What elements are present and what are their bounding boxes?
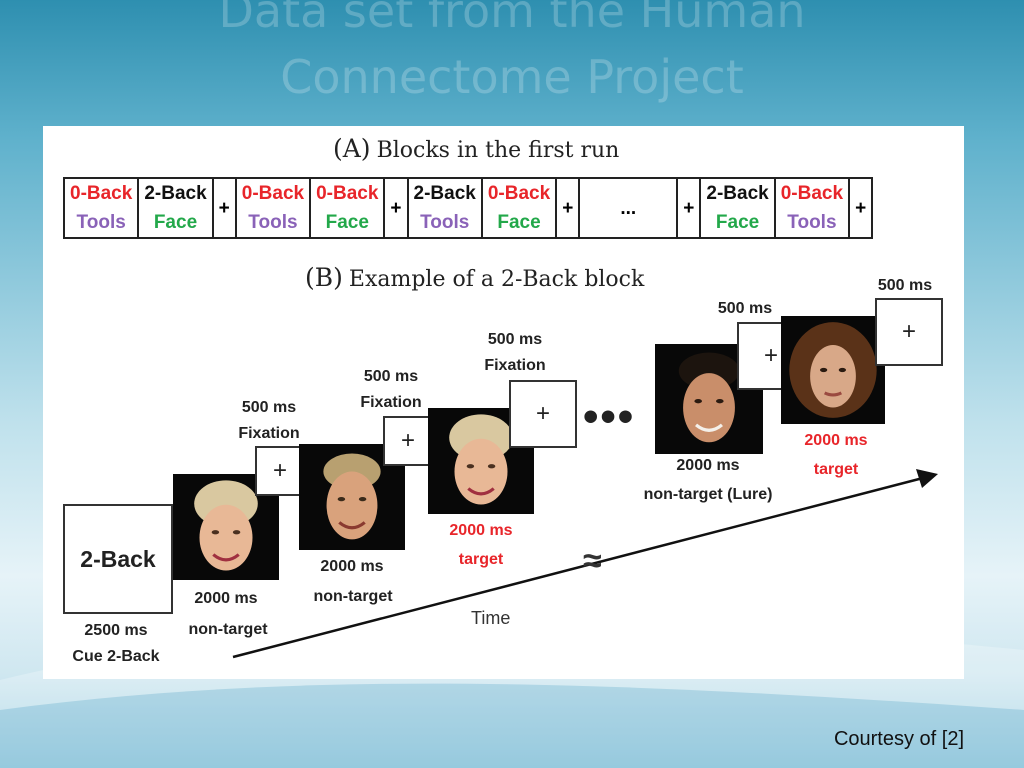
- face-1-type: non-target: [188, 621, 268, 638]
- slide-title-line-2: Connectome Project: [280, 50, 744, 104]
- block-task: 0-Back: [316, 183, 379, 204]
- fixation-2-caption: 500 ms Fixation: [341, 364, 441, 416]
- time-break-symbol: ≈: [583, 542, 602, 580]
- block-stimulus: Face: [325, 212, 369, 233]
- cue-duration: 2500 ms: [84, 622, 148, 639]
- fixation-box-5: +: [875, 298, 943, 366]
- block-task: 2-Back: [413, 183, 476, 204]
- face-image-1: [173, 474, 279, 580]
- ellipsis-cell: ...: [578, 177, 679, 239]
- panel-a-letter: (A): [333, 134, 371, 163]
- block-task: 2-Back: [144, 183, 207, 204]
- fixation-1-label: Fixation: [238, 425, 300, 442]
- block-stimulus: Tools: [76, 212, 126, 233]
- face-2-type: non-target: [313, 588, 393, 605]
- fixation-cell: +: [211, 177, 237, 239]
- fixation-3-label: Fixation: [484, 357, 546, 374]
- block-task: 0-Back: [780, 183, 844, 204]
- fixation-4-duration: 500 ms: [717, 300, 773, 317]
- fixation-cell: +: [383, 177, 409, 239]
- fixation-2-label: Fixation: [360, 394, 422, 411]
- sequence-ellipsis: •••: [583, 392, 636, 441]
- cue-box: 2-Back: [63, 504, 173, 614]
- fixation-box-1: +: [255, 446, 305, 496]
- fixation-1-caption: 500 ms Fixation: [219, 395, 319, 447]
- fixation-box-3: +: [509, 380, 577, 448]
- fixation-5-duration: 500 ms: [877, 277, 933, 294]
- fixation-cell: +: [676, 177, 702, 239]
- cue-label: Cue 2-Back: [72, 648, 160, 665]
- fixation-cell: +: [848, 177, 874, 239]
- face-4-portrait: [678, 352, 740, 443]
- panel-a-caption-text: Blocks in the first run: [376, 138, 620, 163]
- face-image-5: [781, 316, 885, 424]
- face-5-type: target: [813, 461, 859, 478]
- panel-b-caption: (B)Example of a 2-Back block: [305, 263, 644, 292]
- courtesy-credit: Courtesy of [2]: [833, 728, 964, 750]
- block-stimulus: Tools: [420, 212, 470, 233]
- block-task: 0-Back: [70, 183, 133, 204]
- fixation-3-duration: 500 ms: [487, 331, 543, 348]
- face-3-duration: 2000 ms: [449, 522, 513, 539]
- face-2-portrait: [323, 453, 381, 540]
- face-3-portrait: [449, 414, 513, 505]
- fixation-2-duration: 500 ms: [363, 368, 419, 385]
- fixation-cell: +: [555, 177, 581, 239]
- fixation-1-duration: 500 ms: [241, 399, 297, 416]
- face-image-4: [655, 344, 763, 454]
- slide-title: Data set from the Human Connectome Proje…: [0, 0, 1024, 110]
- panel-b-letter: (B): [305, 263, 343, 292]
- block-stimulus: Tools: [248, 212, 298, 233]
- face-image-3: [428, 408, 534, 514]
- block-stimulus: Tools: [787, 212, 837, 233]
- panel-b-caption-text: Example of a 2-Back block: [348, 267, 645, 292]
- slide-title-line-1: Data set from the Human: [218, 0, 806, 38]
- face-3-type: target: [458, 551, 504, 568]
- face-1-duration: 2000 ms: [194, 590, 258, 607]
- block-task: 0-Back: [487, 183, 551, 204]
- panel-a-caption: (A)Blocks in the first run: [333, 134, 619, 163]
- fixation-3-caption: 500 ms Fixation: [465, 327, 565, 379]
- fixation-box-2: +: [383, 416, 433, 466]
- face-5-duration: 2000 ms: [804, 432, 868, 449]
- face-2-duration: 2000 ms: [320, 558, 384, 575]
- face-1-caption: 2000 ms: [176, 586, 276, 612]
- face-5-portrait: [789, 322, 877, 418]
- time-label: Time: [471, 608, 511, 628]
- block-task: 2-Back: [706, 183, 769, 204]
- block-stimulus: Face: [153, 212, 198, 233]
- cue-caption: 2500 ms Cue 2-Back: [57, 618, 175, 670]
- block-task: 0-Back: [241, 183, 305, 204]
- face-4-duration: 2000 ms: [676, 457, 740, 474]
- block-stimulus: Face: [715, 212, 760, 233]
- face-4-type: non-target (Lure): [643, 486, 773, 503]
- block-stimulus: Face: [497, 212, 541, 233]
- face-1-portrait: [194, 480, 258, 571]
- time-arrow: [232, 469, 938, 659]
